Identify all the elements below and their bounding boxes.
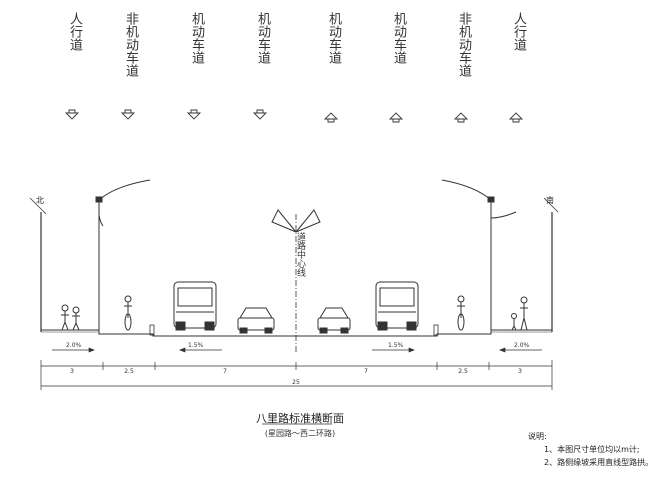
pedestrians-right — [511, 296, 528, 331]
north-label: 北 — [36, 196, 44, 205]
lane-label-3: 机动车道 — [189, 12, 204, 64]
bus-eastbound — [375, 281, 419, 331]
bus-westbound — [173, 281, 217, 331]
slope-label-4: 2.0% — [514, 342, 530, 349]
total-width-label: 25 — [292, 379, 300, 386]
lane-arrow-down-3 — [186, 109, 202, 120]
note-item-2: 2、路侧缘坡采用直线型路拱。 — [544, 458, 653, 467]
lane-arrow-down-2 — [120, 109, 136, 120]
lane-label-7: 非机动车道 — [456, 12, 471, 77]
lane-arrow-down-4 — [252, 109, 268, 120]
width-label-4: 7 — [364, 368, 368, 375]
lane-label-8: 人行道 — [511, 12, 526, 51]
right-curb-separator — [433, 324, 439, 336]
width-label-5: 2.5 — [458, 368, 468, 375]
center-street-lamp — [271, 209, 321, 233]
pedestrians-left — [61, 304, 80, 331]
width-label-1: 3 — [70, 368, 74, 375]
left-curb-separator — [149, 324, 155, 336]
centerline-label: 道路中心线 — [295, 232, 305, 277]
lane-label-6: 机动车道 — [391, 12, 406, 64]
slope-indicators — [52, 347, 542, 353]
left-street-lamp — [95, 179, 151, 330]
lane-label-2: 非机动车道 — [123, 12, 138, 77]
north-direction-mark — [29, 197, 47, 215]
car-westbound — [237, 307, 275, 334]
lane-arrow-down-1 — [64, 109, 80, 120]
drawing-title: 八里路标准横断面 — [256, 412, 344, 425]
lane-direction-arrows — [64, 109, 524, 123]
lane-arrow-up-5 — [323, 112, 339, 123]
south-label: 南 — [546, 195, 554, 205]
notes-heading: 说明: — [528, 432, 547, 441]
cyclist-right — [457, 295, 465, 331]
width-label-2: 2.5 — [124, 368, 134, 375]
right-street-lamp — [441, 179, 517, 330]
cyclist-left — [124, 295, 132, 331]
drawing-subtitle: (星园路～西二环路) — [264, 429, 336, 438]
lane-arrow-up-8 — [508, 112, 524, 123]
lane-label-5: 机动车道 — [326, 12, 341, 64]
road-ground-line — [41, 329, 552, 337]
lane-arrow-up-6 — [388, 112, 404, 123]
lane-label-4: 机动车道 — [255, 12, 270, 64]
slope-label-3: 1.5% — [388, 342, 404, 349]
notes-block: 说明: 1、本图尺寸单位均以m计; 2、路侧缘坡采用直线型路拱。 — [528, 430, 653, 469]
width-label-3: 7 — [223, 368, 227, 375]
car-eastbound — [317, 307, 351, 334]
slope-label-2: 1.5% — [188, 342, 204, 349]
note-item-1: 1、本图尺寸单位均以m计; — [544, 445, 640, 454]
segment-dimension-line — [40, 360, 553, 390]
lane-arrow-up-7 — [453, 112, 469, 123]
slope-label-1: 2.0% — [66, 342, 82, 349]
lane-label-1: 人行道 — [67, 12, 82, 51]
south-direction-mark — [543, 197, 559, 213]
width-label-6: 3 — [518, 368, 522, 375]
